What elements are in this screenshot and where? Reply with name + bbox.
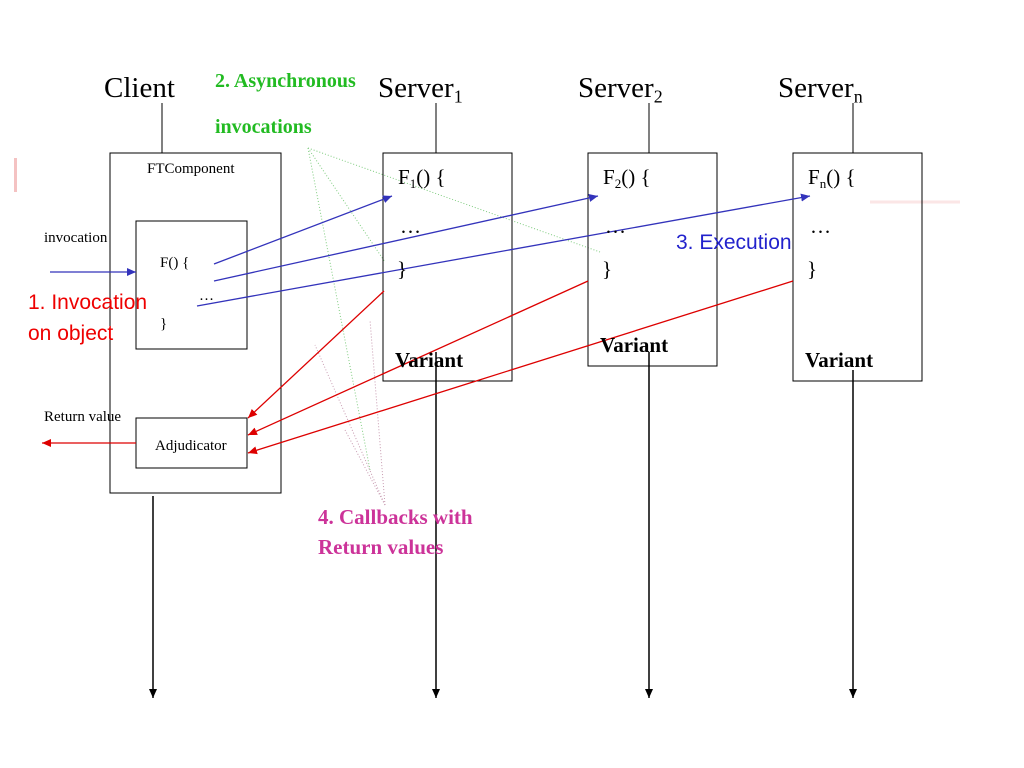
invoke-server2-arrow: [213, 194, 599, 282]
server1-box: [382, 152, 513, 382]
server1-close-label: }: [397, 257, 408, 281]
server1-header: Server1: [378, 72, 463, 107]
server1-function-label: F1() {: [398, 165, 446, 191]
invocation-label: invocation: [44, 230, 108, 246]
server1-variant-label: Variant: [395, 348, 464, 372]
lifelines: [149, 352, 857, 698]
server2-box: [587, 152, 718, 367]
callback-server2-arrow: [247, 280, 589, 436]
method-box: [135, 220, 248, 350]
servern-fname: F: [808, 165, 820, 189]
servern-header: Servern: [778, 72, 863, 107]
step4-label-line2: Return values: [318, 535, 444, 559]
return-value-label: Return value: [44, 409, 122, 425]
server2-close-label: }: [602, 257, 613, 281]
step1-label-line2: on object: [28, 322, 114, 345]
server2-fsig: () {: [621, 165, 651, 189]
ftcomponent-label: FTComponent: [147, 161, 235, 177]
invoke-server1-arrow: [213, 195, 393, 265]
client-header: Client: [104, 72, 175, 104]
callback-servern-arrow: [247, 280, 794, 455]
invoke-servern-arrow: [196, 193, 811, 307]
server1-header-sub: 1: [453, 86, 463, 107]
servern-box: [792, 152, 923, 382]
step3-label: 3. Execution: [676, 231, 792, 254]
servern-body-label: …: [810, 214, 831, 238]
step2-label-line1: 2. Asynchronous: [215, 70, 356, 92]
server2-variant-label: Variant: [600, 333, 669, 357]
callback-arrows: [247, 280, 794, 455]
server1-fname: F: [398, 165, 410, 189]
callback-callout-lines: [314, 319, 386, 506]
server1-fsig: () {: [416, 165, 446, 189]
server2-fsub: 2: [614, 175, 622, 191]
servern-fsub: n: [819, 175, 827, 191]
step4-label-line1: 4. Callbacks with: [318, 505, 473, 529]
server2-function-label: F2() {: [603, 165, 651, 191]
server2-body-label: …: [605, 214, 626, 238]
ftcomponent-box: [109, 152, 282, 494]
server2-fname: F: [603, 165, 615, 189]
method-close-label: }: [160, 316, 168, 332]
server2-header-name: Server: [578, 72, 654, 104]
method-body-label: …: [199, 288, 214, 304]
async-callout-lines: [307, 147, 601, 471]
step1-label-line1: 1. Invocation: [28, 291, 148, 314]
server1-body-label: …: [400, 214, 421, 238]
server2-header: Server2: [578, 72, 663, 107]
server1-header-name: Server: [378, 72, 454, 104]
servern-fsig: () {: [826, 165, 856, 189]
step2-label-line2: invocations: [215, 116, 312, 138]
servern-header-name: Server: [778, 72, 854, 104]
decorative-mark-left: [14, 158, 17, 192]
method-open-label: F() {: [160, 255, 190, 271]
lifeline-top-stubs: [161, 103, 854, 153]
adjudicator-box: [135, 417, 248, 469]
server2-header-sub: 2: [653, 86, 663, 107]
callback-server1-arrow: [247, 290, 385, 419]
servern-function-label: Fn() {: [808, 165, 856, 191]
server1-fsub: 1: [409, 175, 417, 191]
async-invocation-arrows: [196, 193, 811, 307]
servern-header-sub: n: [853, 86, 863, 107]
servern-variant-label: Variant: [805, 348, 874, 372]
servern-close-label: }: [807, 257, 818, 281]
adjudicator-label: Adjudicator: [155, 438, 227, 454]
